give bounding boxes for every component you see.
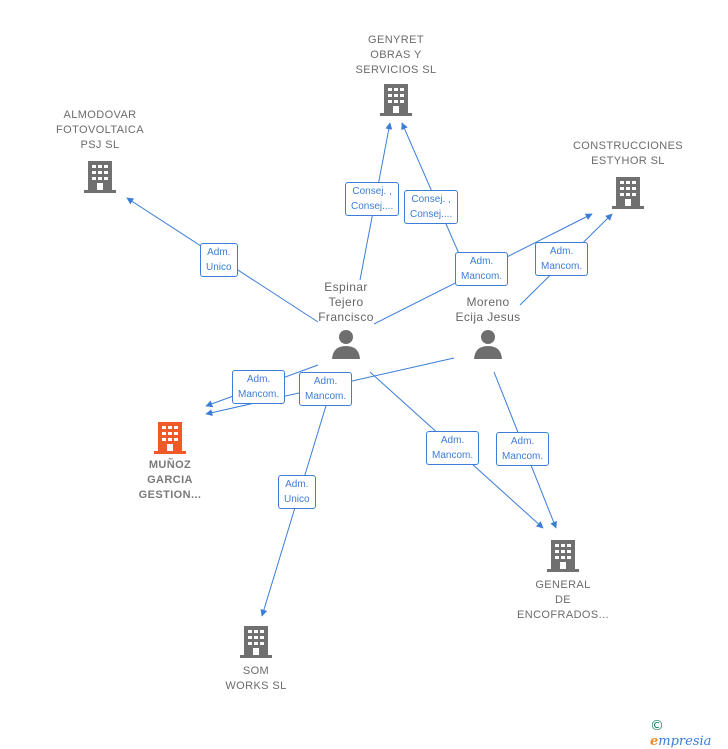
relation-label[interactable]: Adm. Mancom. bbox=[426, 431, 480, 465]
brand-footer: © empresia bbox=[650, 718, 728, 749]
company-construcciones[interactable]: CONSTRUCCIONES ESTYHOR SL bbox=[568, 139, 688, 211]
brand-name: mpresia bbox=[658, 734, 712, 749]
person-espinar[interactable]: Espinar Tejero Francisco bbox=[306, 280, 386, 359]
relation-label[interactable]: Adm. Mancom. bbox=[232, 370, 286, 404]
building-icon bbox=[380, 82, 412, 118]
person-label: Espinar Tejero Francisco bbox=[318, 280, 374, 324]
building-icon bbox=[612, 175, 644, 211]
company-general[interactable]: GENERAL DE ENCOFRADOS... bbox=[508, 538, 618, 623]
person-icon bbox=[331, 329, 361, 359]
company-som[interactable]: SOM WORKS SL bbox=[206, 624, 306, 694]
relation-label[interactable]: Adm. Unico bbox=[200, 243, 238, 277]
relation-label[interactable]: Consej. , Consej.... bbox=[404, 190, 459, 224]
company-label: GENYRET OBRAS Y SERVICIOS SL bbox=[355, 34, 437, 76]
edge-moreno-genyret bbox=[401, 122, 461, 257]
company-label: SOM WORKS SL bbox=[225, 665, 287, 692]
company-munoz[interactable]: MUÑOZ GARCIA GESTION... bbox=[120, 420, 220, 503]
company-label: GENERAL DE ENCOFRADOS... bbox=[517, 579, 609, 621]
company-almodovar[interactable]: ALMODOVAR FOTOVOLTAICA PSJ SL bbox=[48, 108, 152, 195]
company-label: ALMODOVAR FOTOVOLTAICA PSJ SL bbox=[56, 109, 144, 151]
building-icon bbox=[547, 538, 579, 574]
building-icon bbox=[84, 159, 116, 195]
building-icon bbox=[154, 420, 186, 456]
relation-label[interactable]: Consej. , Consej.... bbox=[345, 182, 400, 216]
relation-label[interactable]: Adm. Mancom. bbox=[535, 242, 589, 276]
company-label: MUÑOZ GARCIA GESTION... bbox=[138, 459, 202, 501]
person-moreno[interactable]: Moreno Ecija Jesus bbox=[446, 295, 530, 359]
building-icon bbox=[240, 624, 272, 660]
copyright-icon: © bbox=[650, 718, 664, 734]
company-label: CONSTRUCCIONES ESTYHOR SL bbox=[572, 140, 684, 167]
relation-label[interactable]: Adm. Unico bbox=[278, 475, 316, 509]
relation-label[interactable]: Adm. Mancom. bbox=[455, 252, 509, 286]
company-genyret[interactable]: GENYRET OBRAS Y SERVICIOS SL bbox=[346, 33, 446, 118]
relation-label[interactable]: Adm. Mancom. bbox=[496, 432, 550, 466]
relation-label[interactable]: Adm. Mancom. bbox=[299, 372, 353, 406]
person-icon bbox=[473, 329, 503, 359]
person-label: Moreno Ecija Jesus bbox=[455, 295, 521, 324]
